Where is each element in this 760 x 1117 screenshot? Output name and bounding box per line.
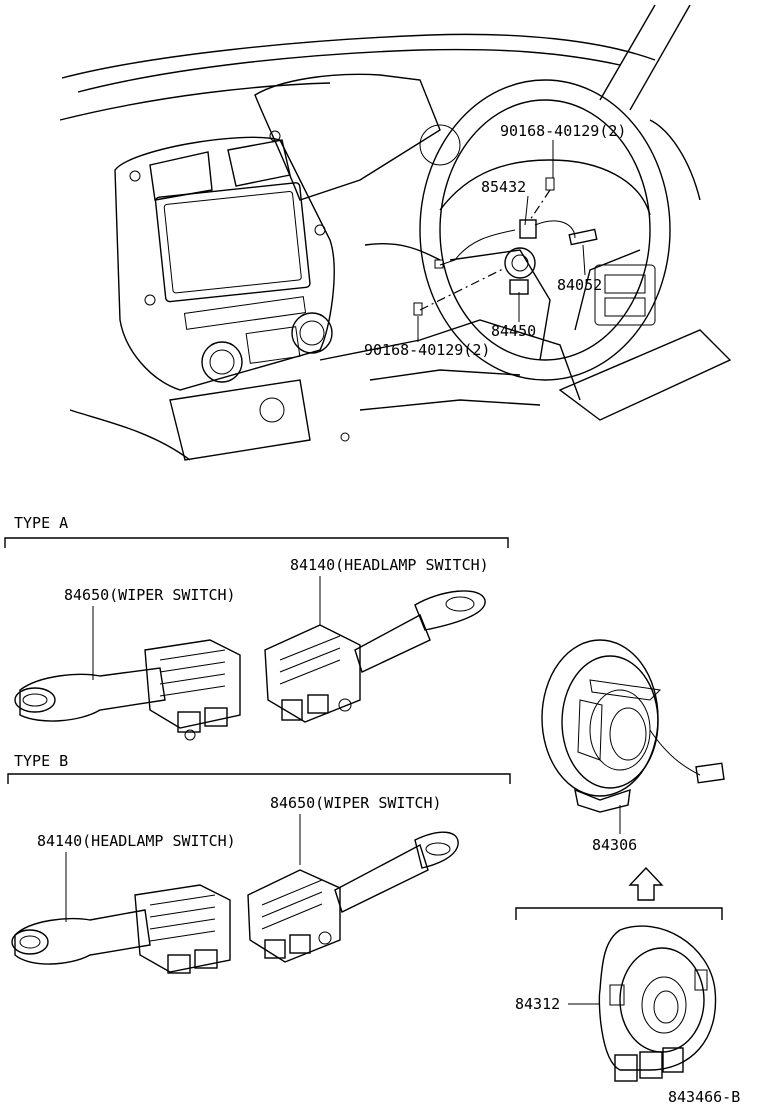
headlamp-switch-a: [264, 590, 486, 723]
steering-wheel: [419, 79, 671, 381]
label-84052: 84052: [557, 276, 602, 294]
arrow-up-icon: [628, 866, 664, 901]
label-type-a: TYPE A: [14, 514, 68, 532]
type-b-section: TYPE B 84650(WIPER SWITCH) 84140(HEADLAM…: [7, 752, 511, 974]
clock-spring-assembly: 84306: [541, 639, 725, 901]
label-a-headlamp-switch: 84140(HEADLAMP SWITCH): [290, 556, 489, 574]
headlamp-switch-b: [11, 884, 231, 974]
callouts-top: 90168-40129(2) 85432 84052 84450 90168-4…: [364, 122, 626, 359]
label-b-wiper-switch: 84650(WIPER SWITCH): [270, 794, 442, 812]
clock-spring-parts-top: [413, 177, 598, 316]
dashboard-illustration: [59, 4, 732, 461]
label-84450: 84450: [491, 322, 536, 340]
label-type-b: TYPE B: [14, 752, 68, 770]
type-a-section: TYPE A 84140(HEADLAMP SWITCH) 84650(WIPE…: [4, 514, 509, 741]
label-85432: 85432: [481, 178, 526, 196]
label-84312: 84312: [515, 995, 560, 1013]
label-b-headlamp-switch: 84140(HEADLAMP SWITCH): [37, 832, 236, 850]
label-bolt-bottom: 90168-40129(2): [364, 341, 490, 359]
label-a-wiper-switch: 84650(WIPER SWITCH): [64, 586, 236, 604]
combination-switch-body: 84312: [515, 907, 723, 1082]
figure-id: 843466-B: [668, 1088, 740, 1106]
wiper-switch-a: [14, 639, 241, 741]
label-84306: 84306: [592, 836, 637, 854]
label-bolt-top: 90168-40129(2): [500, 122, 626, 140]
wiper-switch-b: [247, 831, 459, 963]
